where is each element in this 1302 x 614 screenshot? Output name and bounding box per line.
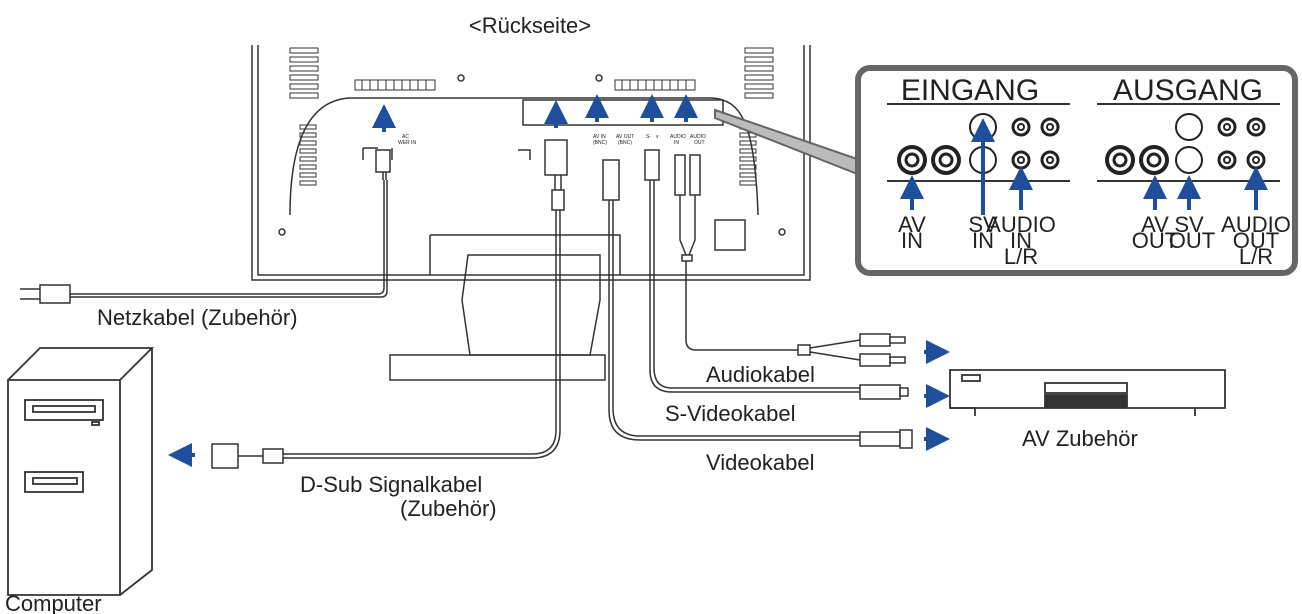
audio-out-label-3: L/R [1239, 244, 1273, 269]
vent-right [744, 47, 774, 99]
port-ac-label: AC [402, 134, 409, 140]
sv-out-label-2: OUT [1169, 228, 1215, 253]
port-svideo-label-2: v [656, 134, 659, 140]
audio-cable-label: Audiokabel [706, 362, 815, 387]
av-out-label: AV [1141, 212, 1169, 237]
sv-out-label: SV [1174, 212, 1204, 237]
audio-in-label: AUDIO [986, 212, 1056, 237]
port-audioin-label: AUDIO [670, 134, 686, 140]
sv-in-label-2: IN [972, 228, 994, 253]
monitor-rear [251, 45, 811, 381]
av-device-label: AV Zubehör [1022, 426, 1138, 451]
power-cable-label: Netzkabel (Zubehör) [97, 305, 298, 330]
audio-in-label-2: IN [1010, 228, 1032, 253]
svideo-cable-label: S-Videokabel [665, 401, 795, 426]
port-svideo-label: S- [646, 134, 651, 140]
computer-label: Computer [5, 591, 102, 614]
av-in-label-2: IN [901, 228, 923, 253]
direction-arrows [168, 94, 950, 467]
dsub-cable-label-2: (Zubehör) [400, 496, 497, 521]
diagram-title: <Rückseite> [469, 13, 591, 38]
zoom-connector [714, 108, 861, 177]
port-audioin-label-2: IN [674, 140, 679, 146]
port-avin-label: AV IN [593, 134, 606, 140]
audio-in-label-3: L/R [1004, 244, 1038, 269]
port-labels: AC WER IN AV IN (BNC) AV OUT (BNC) S- v … [398, 134, 706, 146]
av-in-label: AV [898, 212, 926, 237]
audio-out-label-2: OUT [1233, 228, 1279, 253]
port-avout-label: AV OUT [616, 134, 634, 140]
video-cable-label: Videokabel [706, 450, 814, 475]
port-audioout-label: AUDIO [690, 134, 706, 140]
audio-out-label: AUDIO [1221, 212, 1291, 237]
port-avout-label-2: (BNC) [618, 140, 632, 146]
port-audioout-label-2: OUT [694, 140, 705, 146]
cables [20, 139, 913, 469]
port-ac-label-2: WER IN [398, 140, 416, 146]
detail-panel: EINGANG AUSGANG [855, 65, 1298, 276]
computer-icon [7, 347, 155, 596]
av-out-label-2: OUT [1132, 228, 1178, 253]
port-avin-label-2: (BNC) [593, 140, 607, 146]
sv-in-label: SV [968, 212, 998, 237]
av-device-icon [949, 369, 1226, 416]
dsub-cable-label: D-Sub Signalkabel [300, 472, 482, 497]
vent-left [289, 47, 319, 99]
output-header: AUSGANG [1113, 74, 1263, 107]
input-header: EINGANG [901, 74, 1039, 107]
